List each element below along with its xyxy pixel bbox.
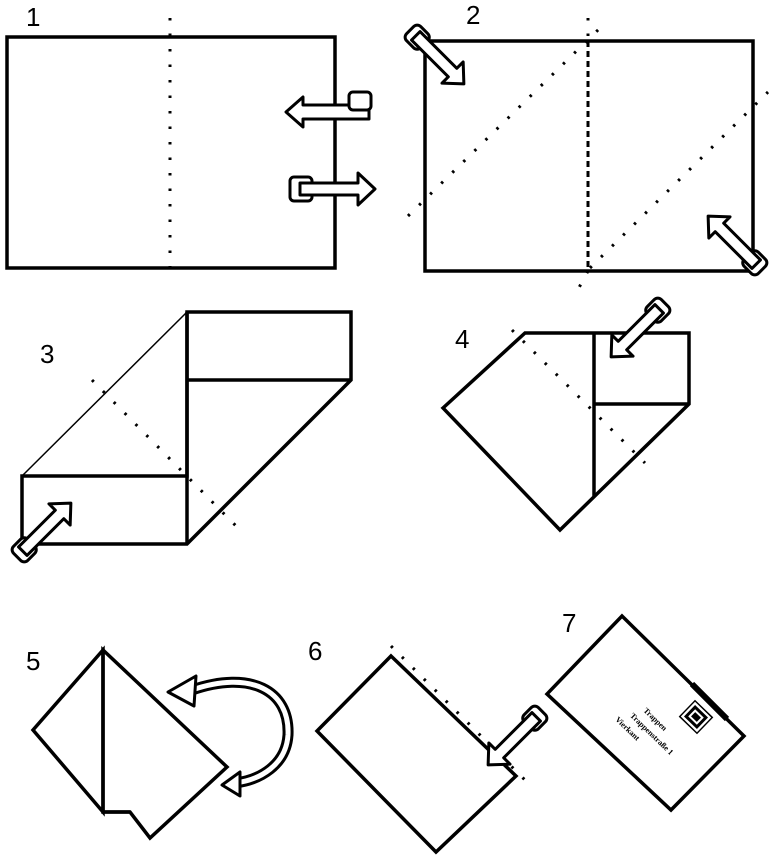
fold-line	[588, 90, 770, 270]
fold-line	[510, 328, 647, 465]
paper-sheet	[5, 35, 337, 270]
fold-arrow-icon	[609, 296, 672, 359]
paper-edge	[21, 311, 188, 477]
fold-arrow-icon	[10, 501, 73, 564]
step-3: 3	[10, 310, 353, 564]
step-number: 4	[455, 324, 469, 354]
step-number: 1	[26, 2, 40, 32]
folded-paper	[20, 310, 353, 546]
curved-turn-arrow-icon	[166, 674, 294, 798]
paper-square	[314, 653, 519, 855]
step-number: 3	[40, 339, 54, 369]
fold-arrow-icon	[706, 214, 769, 277]
step-4: 4	[440, 296, 691, 533]
step-number: 5	[26, 646, 40, 676]
fold-arrow-icon	[403, 23, 466, 86]
fold-arrow-icon	[486, 704, 549, 767]
fold-line	[573, 270, 590, 296]
step-number: 2	[466, 0, 480, 30]
step-6: 6	[308, 636, 549, 855]
fold-arrow-icon	[288, 171, 377, 207]
fold-line	[90, 378, 242, 532]
step-number: 7	[562, 608, 576, 638]
fold-arrow-icon	[284, 90, 373, 129]
paper-right-part	[101, 645, 230, 841]
envelope-address: Trappen Trappenstraße 1 Vierkant	[613, 706, 675, 757]
step-5: 5	[26, 645, 294, 841]
paper-left-part	[30, 645, 105, 817]
step-1: 1	[5, 2, 377, 270]
envelope-flap	[689, 681, 730, 722]
step-2: 2	[403, 0, 770, 296]
fold-line	[389, 644, 527, 782]
postage-stamp-icon	[678, 699, 714, 735]
step-number: 6	[308, 636, 322, 666]
folded-paper	[440, 331, 691, 533]
step-7: 7 Trappen Trappenstraße 1 Vierkant	[544, 608, 747, 813]
